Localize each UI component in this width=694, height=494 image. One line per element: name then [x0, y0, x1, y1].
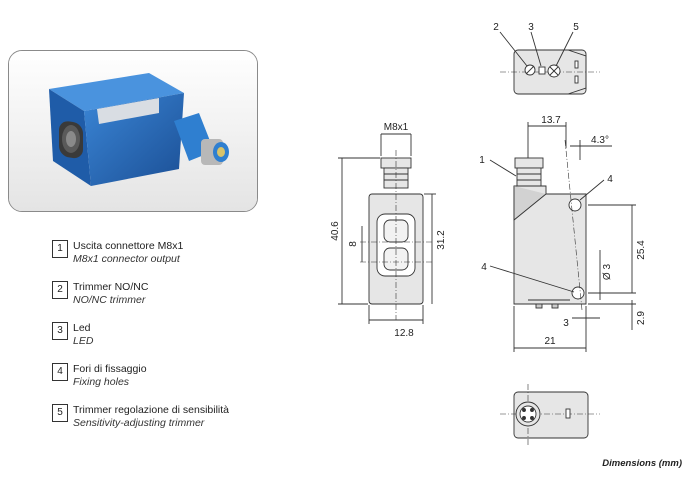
bottom-view — [500, 384, 600, 446]
callout-4-bottom: 4 — [481, 262, 487, 273]
callout-2: 2 — [493, 22, 499, 33]
dim-21: 21 — [544, 336, 556, 347]
dim-8: 8 — [348, 241, 359, 247]
dim-diameter-3: Ø 3 — [602, 264, 613, 281]
legend-number: 4 — [52, 363, 68, 381]
legend-label-en: Sensitivity-adjusting trimmer — [73, 417, 205, 429]
dim-12-8: 12.8 — [394, 328, 414, 339]
dim-2-9: 2.9 — [636, 311, 647, 325]
legend-label-it: Led — [73, 322, 91, 334]
legend-label-en: M8x1 connector output — [73, 253, 180, 265]
legend-label-it: Uscita connettore M8x1 — [73, 240, 184, 252]
dim-31-2: 31.2 — [436, 230, 447, 250]
dimensions-caption: Dimensions (mm) — [602, 458, 682, 469]
sensor-photo-illustration — [9, 51, 257, 211]
legend-number: 3 — [52, 322, 68, 340]
legend-number: 2 — [52, 281, 68, 299]
legend-number: 1 — [52, 240, 68, 258]
dim-3: 3 — [563, 318, 569, 329]
legend-label-en: LED — [73, 335, 94, 347]
legend-label-it: Trimmer regolazione di sensibilità — [73, 404, 230, 416]
callout-3: 3 — [528, 22, 534, 33]
front-view — [338, 133, 436, 324]
dim-25-4: 25.4 — [636, 240, 647, 260]
legend-label-it: Fori di fissaggio — [73, 363, 147, 375]
legend-label-it: Trimmer NO/NC — [73, 281, 149, 293]
callout-4-top: 4 — [607, 174, 613, 185]
top-view — [499, 31, 600, 95]
callout-5: 5 — [573, 22, 579, 33]
legend-label-en: NO/NC trimmer — [73, 294, 146, 306]
legend-number: 5 — [52, 404, 68, 422]
product-photo — [8, 50, 258, 212]
dim-13-7: 13.7 — [541, 115, 561, 126]
dim-m8x1: M8x1 — [384, 122, 409, 133]
callout-1: 1 — [479, 155, 485, 166]
legend-label-en: Fixing holes — [73, 376, 130, 388]
dim-40-6: 40.6 — [330, 221, 341, 241]
side-view — [489, 122, 636, 352]
dim-4-3-deg: 4.3° — [591, 135, 609, 146]
